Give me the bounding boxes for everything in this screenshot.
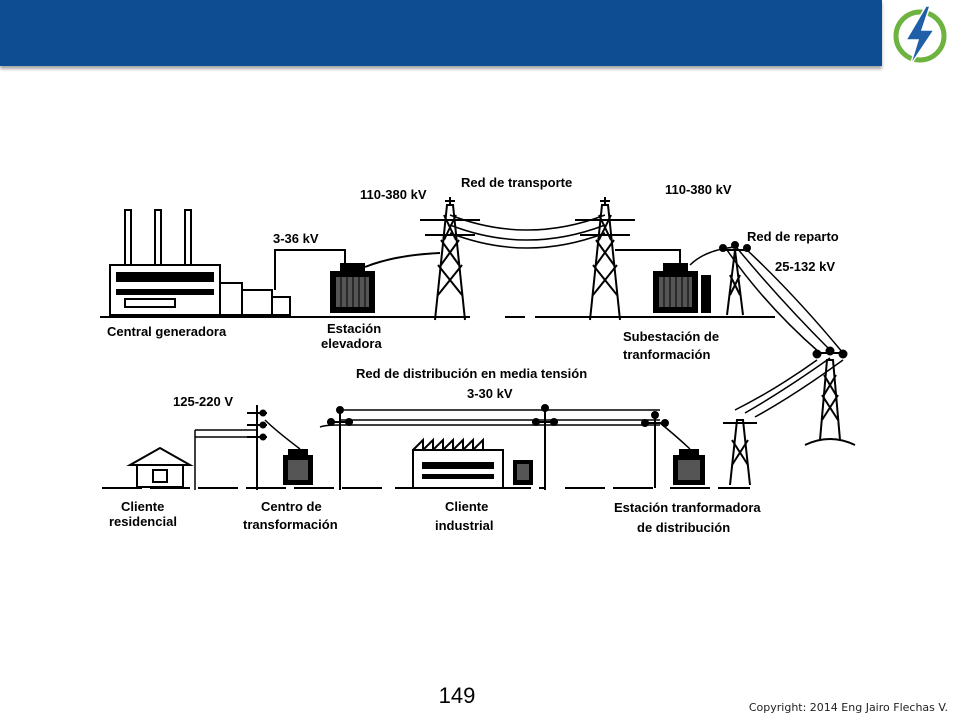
- header-bar: [0, 0, 882, 66]
- copyright-text: Copyright: 2014 Eng Jairo Flechas V.: [748, 701, 948, 714]
- label-central-generadora: Central generadora: [107, 324, 227, 339]
- distribution-pole-reparto-icon: [719, 241, 751, 316]
- label-voltage-3-36: 3-36 kV: [273, 231, 319, 246]
- label-red-reparto: Red de reparto: [747, 229, 839, 244]
- label-estacion-distribucion-2: de distribución: [637, 520, 730, 535]
- label-voltage-110-380-right: 110-380 kV: [665, 182, 732, 197]
- label-voltage-125-220: 125-220 V: [173, 394, 233, 409]
- label-voltage-25-132: 25-132 kV: [775, 259, 835, 274]
- label-voltage-110-380-left: 110-380 kV: [360, 187, 427, 202]
- label-centro-transformacion-1: Centro de: [261, 499, 322, 514]
- power-distribution-diagram: Central generadora Estación elevadora 3-…: [100, 175, 856, 535]
- label-estacion-elevadora-2: elevadora: [321, 336, 382, 351]
- label-estacion-elevadora-1: Estación: [327, 321, 381, 336]
- transmission-cables: [449, 214, 606, 249]
- distribution-poles: [327, 404, 669, 490]
- distribution-transformer-centro-icon: [283, 449, 313, 485]
- residential-house-icon: [126, 446, 194, 488]
- substation-transformer-icon: [653, 263, 711, 313]
- label-subestacion-1: Subestación de: [623, 329, 719, 344]
- label-voltage-3-30: 3-30 kV: [467, 386, 513, 401]
- low-voltage-pole-icon: [247, 405, 267, 490]
- lightning-bolt-logo-icon: [893, 5, 947, 67]
- transmission-tower-left-icon: [420, 197, 480, 321]
- power-plant-icon: [109, 209, 291, 316]
- label-cliente-industrial-2: industrial: [435, 518, 494, 533]
- distribution-station-pole-icon: [723, 419, 757, 486]
- transmission-tower-right-icon: [575, 197, 635, 321]
- label-cliente-residencial-2: residencial: [109, 514, 177, 529]
- label-subestacion-2: tranformación: [623, 347, 710, 362]
- label-cliente-industrial-1: Cliente: [445, 499, 488, 514]
- medium-voltage-lines: [319, 409, 660, 428]
- label-red-distribucion: Red de distribución en media tensión: [356, 366, 587, 381]
- step-up-transformer-icon: [330, 263, 375, 313]
- page-number: 149: [438, 683, 476, 708]
- label-estacion-distribucion-1: Estación tranformadora: [614, 500, 761, 515]
- industrial-factory-icon: [412, 437, 504, 489]
- transmission-tower-reparto-icon: [804, 346, 856, 446]
- label-centro-transformacion-2: transformación: [243, 517, 338, 532]
- distribution-station-transformer-icon: [673, 449, 705, 485]
- label-red-transporte: Red de transporte: [461, 175, 572, 190]
- industrial-transformer-icon: [513, 460, 533, 485]
- label-cliente-residencial-1: Cliente: [121, 499, 164, 514]
